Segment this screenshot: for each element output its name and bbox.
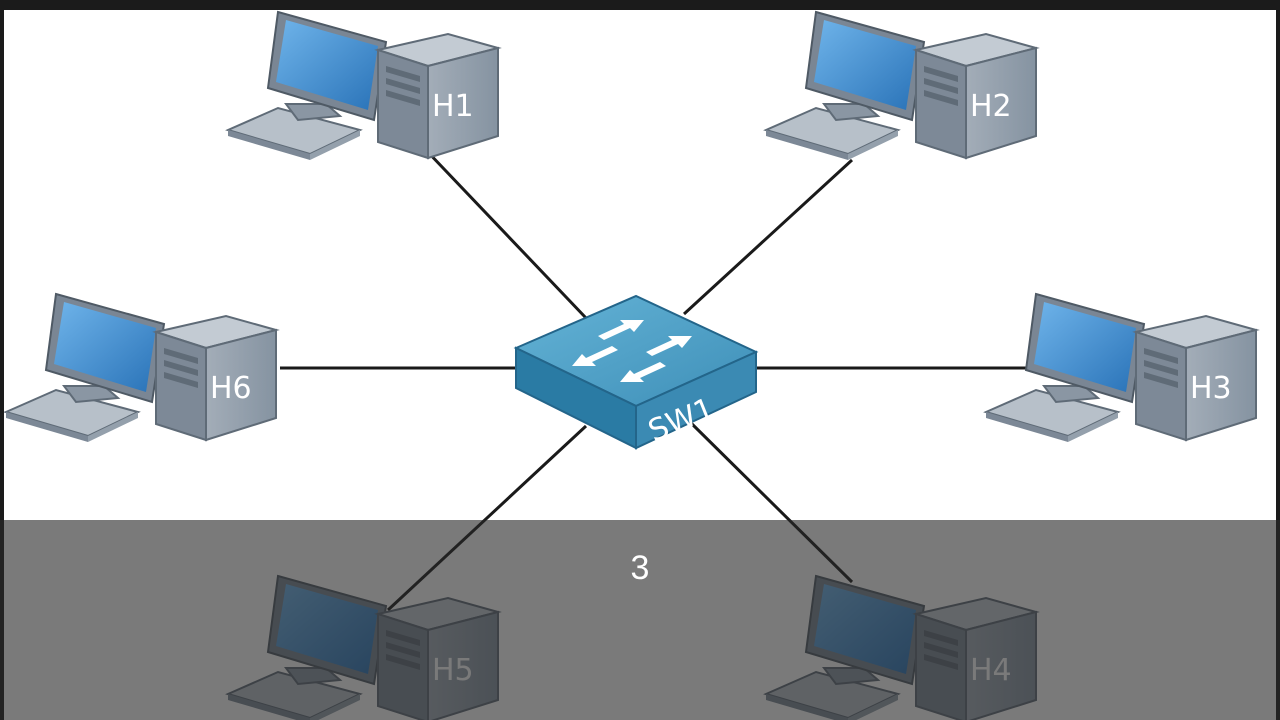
host-h1: H1 <box>227 11 499 161</box>
switch-right-side <box>635 350 757 450</box>
computer-icon <box>985 293 1257 443</box>
link-h2-sw1 <box>682 158 854 316</box>
caption-overlay <box>0 520 1280 720</box>
computer-icon <box>5 293 277 443</box>
caption-text: 3 <box>630 549 650 587</box>
host-label-h3: H3 <box>1190 371 1232 406</box>
switch-arrows-icon <box>572 320 692 382</box>
switch-sw1: SW1 <box>513 294 759 450</box>
host-h6: H6 <box>5 293 277 443</box>
host-label-h6: H6 <box>210 371 252 406</box>
computer-icon <box>765 11 1037 161</box>
host-label-h1: H1 <box>432 89 474 124</box>
host-h2: H2 <box>765 11 1037 161</box>
computer-icon <box>227 11 499 161</box>
host-h3: H3 <box>985 293 1257 443</box>
host-label-h2: H2 <box>970 89 1012 124</box>
link-h1-sw1 <box>422 146 588 320</box>
